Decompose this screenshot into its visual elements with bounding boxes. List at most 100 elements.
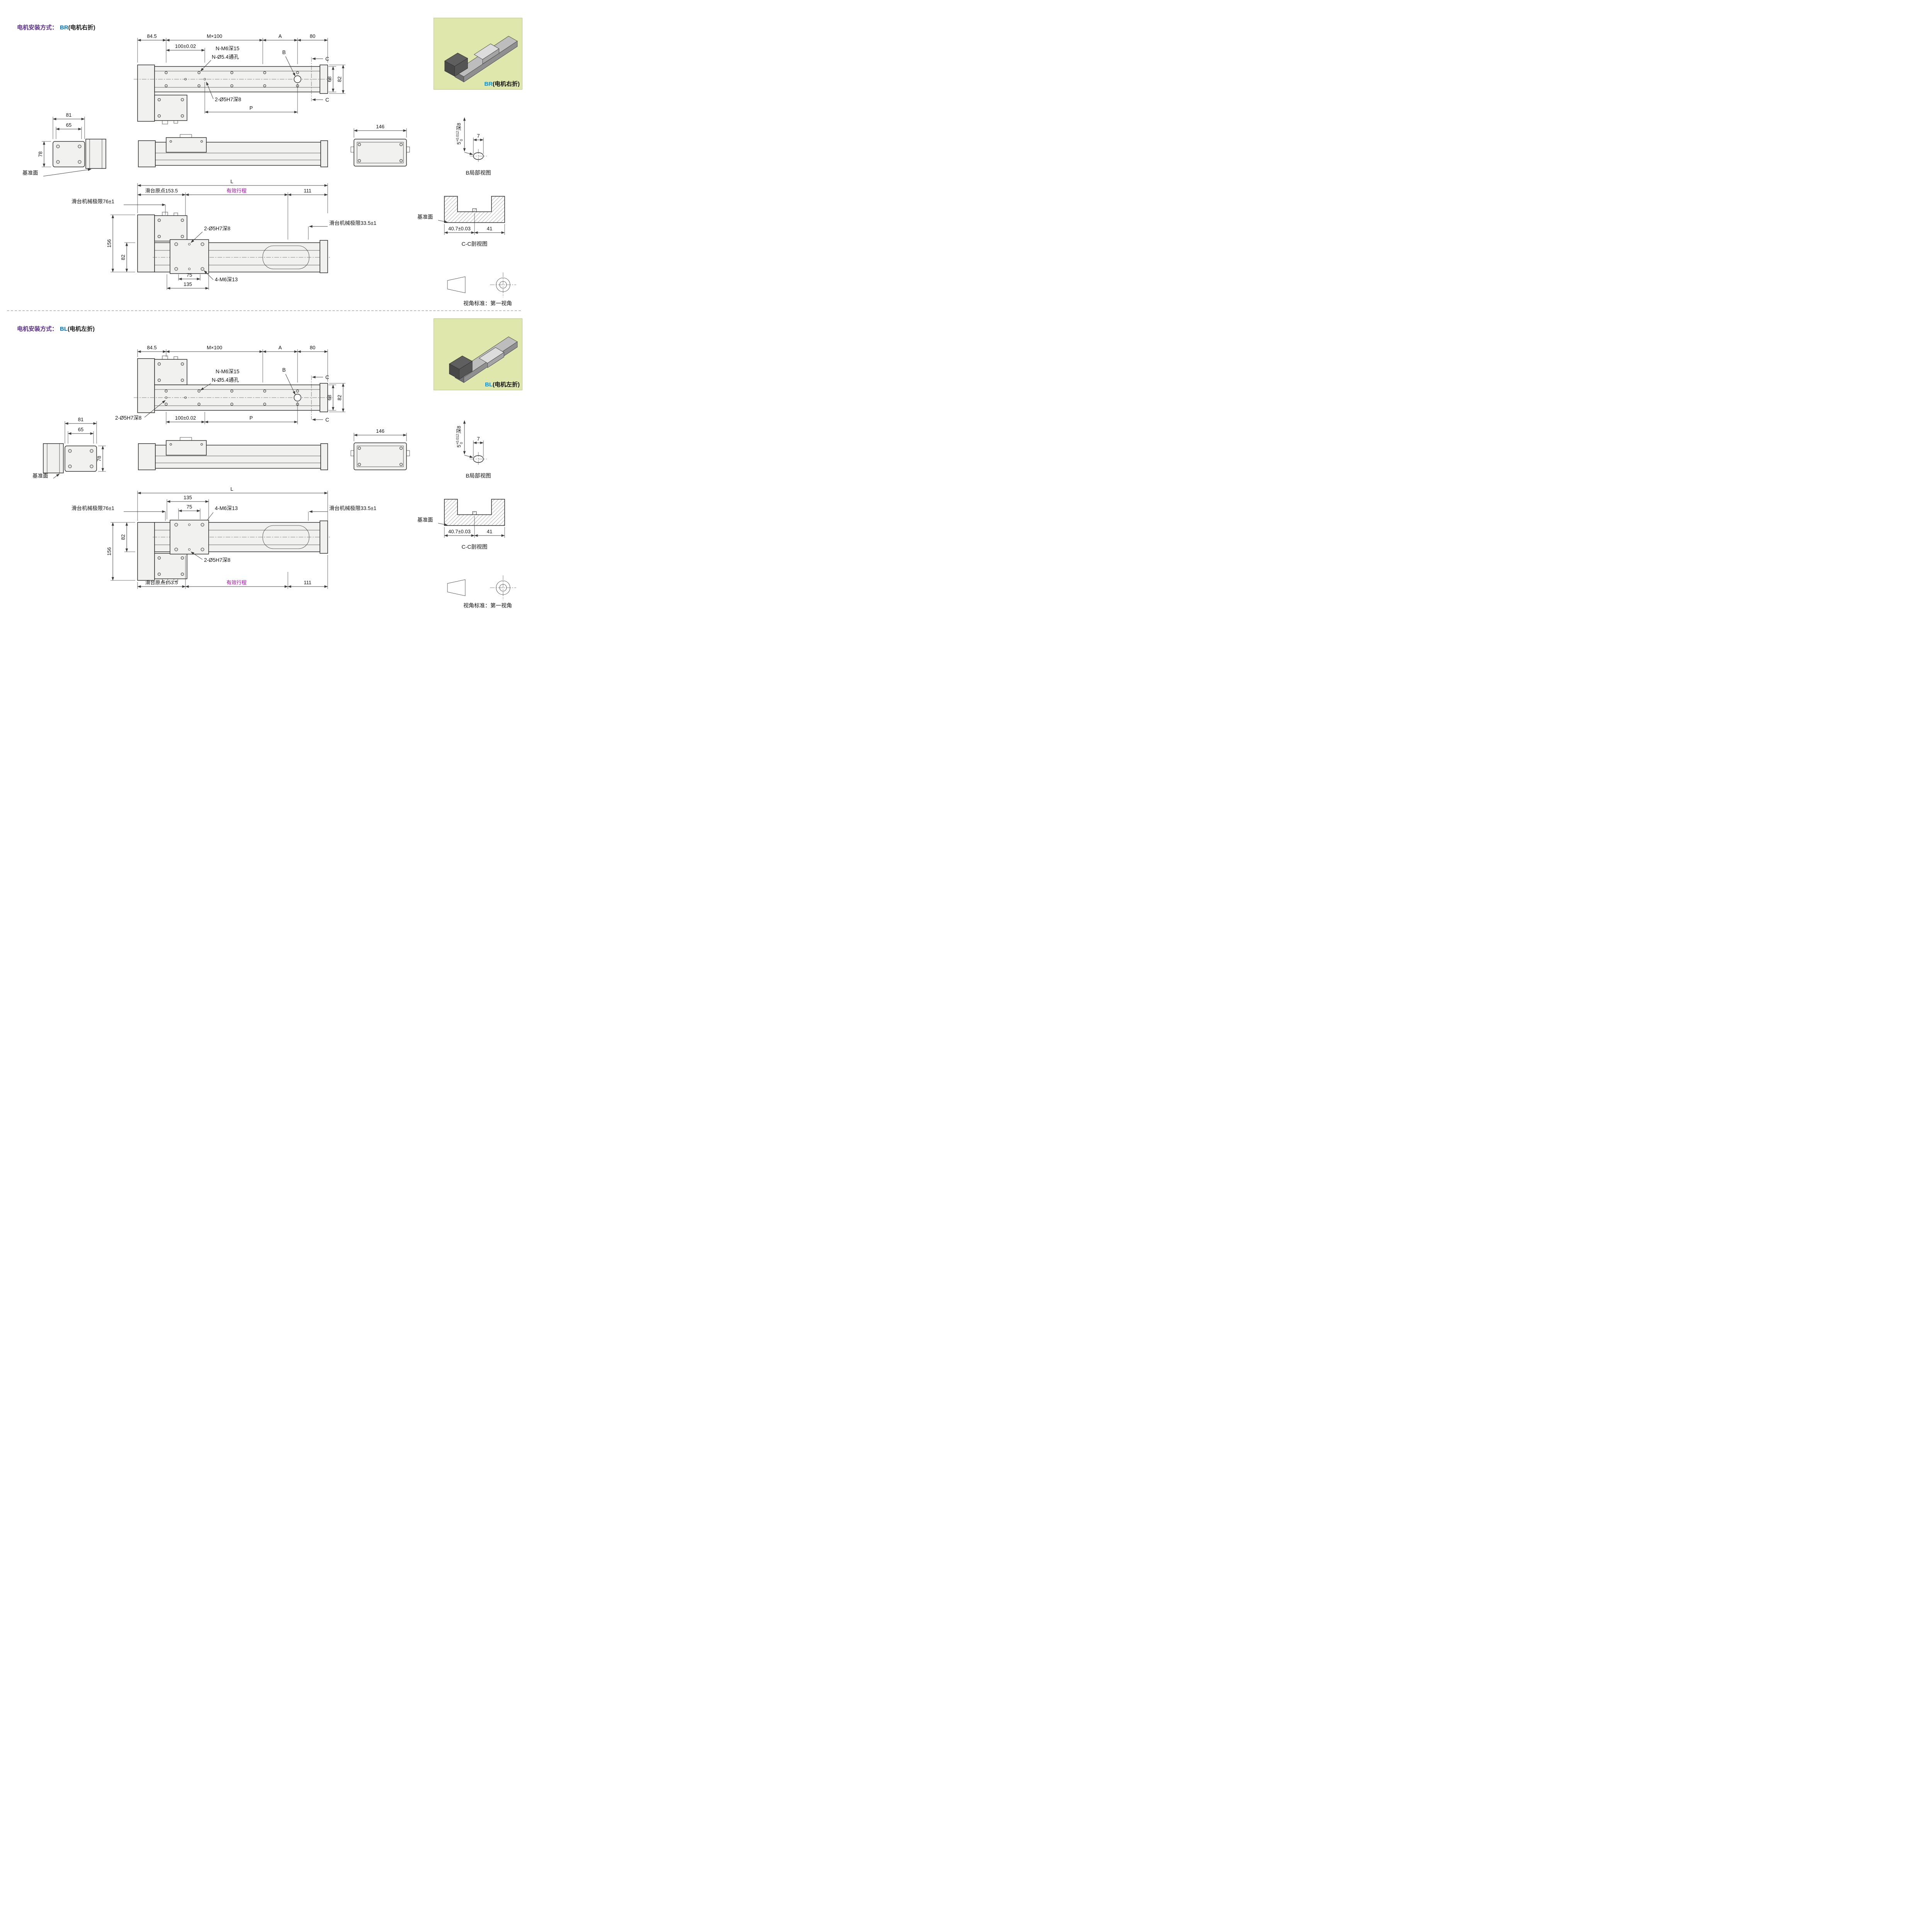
bl-dim-P: P — [250, 415, 253, 421]
br-note-hole: N-Ø5.4通孔 — [212, 54, 239, 60]
bl-bdetail-tol-up: +0.012 — [456, 434, 459, 445]
bl-label-C-bottom: C — [325, 417, 329, 423]
br-dim-mx100: M×100 — [207, 33, 222, 39]
br-bdetail-suffix: 深8 — [456, 123, 462, 131]
br-b-detail: 5+0.0120深8 7 B局部视图 — [456, 117, 491, 176]
br-label-C-top: C — [325, 56, 329, 62]
br-limit-right-label: 滑台机械极限33.5±1 — [329, 220, 376, 226]
bl-dim-7: 7 — [477, 436, 480, 442]
bl-end-view: 81 65 78 基准面 — [32, 417, 106, 479]
bl-cc-caption: C-C剖视图 — [462, 544, 488, 550]
bl-dim-81: 81 — [78, 417, 83, 422]
br-bdetail-tol-up: +0.012 — [456, 131, 459, 142]
br-bdetail-base: 5 — [456, 142, 462, 145]
bl-datum-label: 基准面 — [32, 473, 48, 479]
br-top-view — [134, 65, 332, 124]
bl-title-code: BL — [60, 326, 68, 332]
br-front-note-2o5: 2-Ø5H7深8 — [204, 226, 230, 231]
br-dim-A: A — [279, 33, 282, 39]
br-drawing: 84.5 M×100 A 80 100±0.02 N-M6深15 N-Ø5.4通… — [22, 33, 516, 306]
bl-dim-146: 146 — [376, 428, 384, 434]
bl-label-C-top: C — [325, 374, 329, 380]
br-product-render — [444, 36, 518, 83]
bl-title-suffix: (电机左折) — [68, 326, 95, 332]
br-dim-75: 75 — [187, 272, 192, 278]
bl-dim-A: A — [279, 345, 282, 350]
bl-photo-code: BL — [485, 381, 493, 388]
bl-dim-65: 65 — [78, 427, 83, 432]
br-dim-78: 78 — [37, 151, 43, 157]
bl-note-hole: N-Ø5.4通孔 — [212, 377, 239, 383]
bl-dim-78: 78 — [96, 456, 102, 461]
br-feature-B-hole — [294, 75, 301, 83]
br-datum-label: 基准面 — [22, 170, 38, 176]
bl-dim-111: 111 — [304, 580, 311, 585]
br-dim-68: 68 — [327, 77, 332, 82]
br-note-m6: N-M6深15 — [216, 46, 240, 51]
br-photo-label: BR(电机右折) — [484, 80, 520, 88]
bl-dim-82: 82 — [337, 395, 342, 400]
bl-photo-label: BL(电机左折) — [485, 380, 520, 388]
bl-note-2o5: 2-Ø5H7深8 — [115, 415, 141, 421]
bl-drawing: 84.5 M×100 A 80 N-M6深15 N-Ø5.4通孔 B C C 6… — [32, 345, 516, 609]
br-bdetail-tol-dn: 0 — [459, 139, 463, 141]
bl-feature-B-hole — [294, 394, 301, 401]
bl-dim-135: 135 — [184, 495, 192, 500]
br-title-code: BR — [60, 24, 68, 31]
br-projection-label: 视角标准：第一视角 — [463, 300, 512, 306]
br-limit-left-label: 滑台机械极限76±1 — [71, 199, 114, 204]
br-note-4m6: 4-M6深13 — [215, 277, 238, 282]
bl-photo-suffix: (电机左折) — [493, 381, 520, 388]
br-dim-84-5: 84.5 — [147, 33, 156, 39]
br-note-2o5: 2-Ø5H7深8 — [215, 97, 241, 102]
br-plan146-view: 146 — [350, 124, 410, 167]
bl-title-prefix: 电机安装方式： — [17, 326, 58, 332]
br-bdetail-depth-dim: 5+0.0120 深8 — [456, 123, 463, 145]
bl-dim-75: 75 — [187, 504, 192, 510]
bl-top-view — [134, 355, 332, 413]
br-dim-80: 80 — [310, 33, 315, 39]
section-separator — [7, 310, 521, 311]
bl-limit-right-label: 滑台机械极限33.5±1 — [329, 505, 376, 511]
br-side-view — [138, 134, 328, 167]
bl-label-B: B — [282, 367, 286, 373]
bl-front-view: L 135 75 4-M6深13 滑台机械极限76±1 滑台机械极限33.5±1 — [71, 486, 376, 589]
br-cc-caption: C-C剖视图 — [462, 241, 488, 247]
bl-bdetail-base: 5 — [456, 445, 462, 447]
br-label-C-bottom: C — [325, 97, 329, 103]
bl-dim-84-5: 84.5 — [147, 345, 156, 350]
bl-origin-label: 滑台原点153.5 — [145, 580, 178, 585]
br-dim-L: L — [230, 179, 233, 184]
bl-dim-80: 80 — [310, 345, 315, 350]
br-dim-82: 82 — [337, 77, 342, 82]
br-dim-146: 146 — [376, 124, 384, 129]
bl-dim-mx100: M×100 — [207, 345, 222, 350]
bl-dim-68: 68 — [327, 395, 332, 400]
br-dim-81: 81 — [66, 112, 71, 118]
br-dim-41: 41 — [487, 226, 492, 231]
br-travel-label: 有效行程 — [226, 188, 247, 194]
br-projection-symbol: 视角标准：第一视角 — [447, 272, 516, 306]
bl-projection-symbol: 视角标准：第一视角 — [447, 575, 516, 609]
bl-dim-40-7: 40.7±0.03 — [448, 529, 471, 534]
bl-projection-label: 视角标准：第一视角 — [463, 602, 512, 609]
bl-dim-156: 156 — [106, 547, 112, 556]
bl-travel-label: 有效行程 — [226, 580, 247, 585]
drawing-sheet: 电机安装方式：BR(电机右折) BR(电机右折) — [0, 0, 528, 611]
bl-bdetail-caption: B局部视图 — [466, 473, 491, 479]
br-photo-code: BR — [484, 81, 493, 87]
bl-product-photo: BL(电机左折) — [434, 318, 522, 390]
bl-section-title: 电机安装方式：BL(电机左折) — [17, 325, 95, 333]
bl-product-render — [449, 336, 518, 383]
br-section-title: 电机安装方式：BR(电机右折) — [17, 23, 95, 31]
bl-bdetail-tol-dn: 0 — [459, 442, 463, 444]
bl-bdetail-suffix: 深8 — [456, 426, 462, 434]
bl-front-note-2o5: 2-Ø5H7深8 — [204, 557, 230, 563]
br-top-dimensions: 84.5 M×100 A 80 100±0.02 N-M6深15 N-Ø5.4通… — [137, 33, 345, 114]
br-origin-label: 滑台原点153.5 — [145, 188, 178, 194]
br-title-prefix: 电机安装方式： — [17, 24, 58, 31]
br-photo-suffix: (电机右折) — [493, 81, 520, 87]
br-dim-40-7: 40.7±0.03 — [448, 226, 471, 231]
br-dim-100: 100±0.02 — [175, 43, 196, 49]
br-product-photo: BR(电机右折) — [434, 18, 522, 90]
